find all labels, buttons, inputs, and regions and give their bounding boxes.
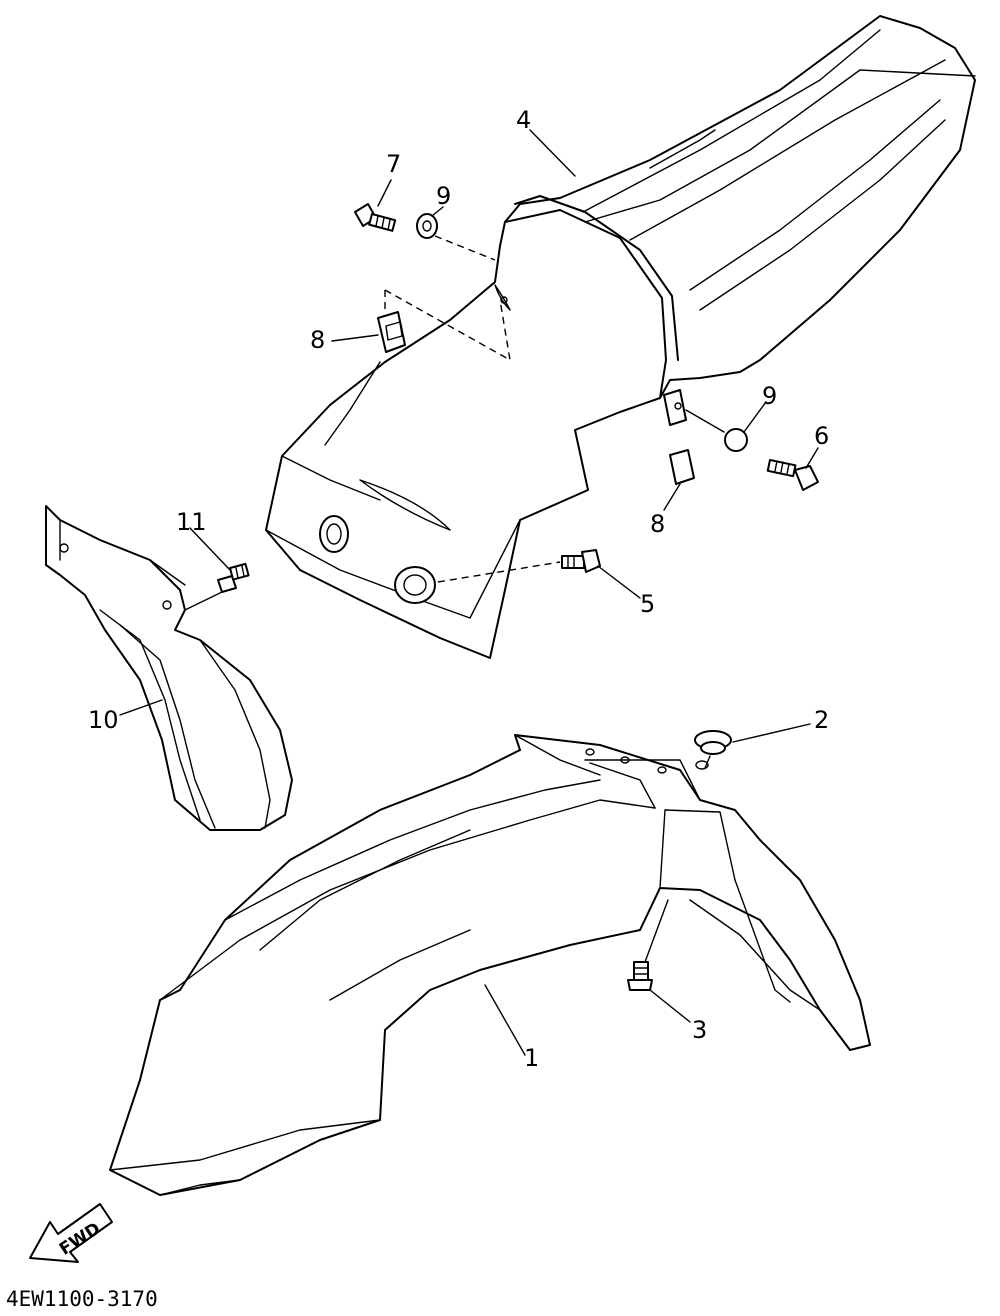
- rear-fender: [265, 15, 976, 659]
- bolt-3: [627, 961, 653, 991]
- bolt-5: [561, 549, 601, 573]
- part-label-9-upper: 9: [436, 182, 451, 210]
- part-label-1: 1: [524, 1044, 539, 1072]
- part-label-3: 3: [692, 1016, 707, 1044]
- part-label-4: 4: [516, 106, 531, 134]
- washer-9-upper: [416, 213, 438, 239]
- drawing-code: 4EW1100-3170: [6, 1287, 158, 1311]
- bolt-7: [354, 203, 397, 232]
- leader-lines: [119, 129, 819, 1056]
- forward-direction-arrow: FWD: [29, 1203, 113, 1263]
- grommet-2: [694, 730, 732, 755]
- clip-8-lower: [669, 449, 695, 485]
- part-label-9-lower: 9: [762, 382, 777, 410]
- bolt-11: [217, 562, 250, 593]
- part-label-8-upper: 8: [310, 326, 325, 354]
- part-label-5: 5: [640, 590, 655, 618]
- part-label-2: 2: [814, 706, 829, 734]
- part-label-10: 10: [88, 706, 119, 734]
- front-fender: [109, 734, 871, 1196]
- bolt-6: [766, 459, 819, 491]
- washer-9-lower: [724, 428, 748, 452]
- part-label-6: 6: [814, 422, 829, 450]
- mud-flap: [45, 505, 293, 831]
- part-label-7: 7: [386, 150, 401, 178]
- part-label-8-lower: 8: [650, 510, 665, 538]
- part-label-11: 11: [176, 508, 207, 536]
